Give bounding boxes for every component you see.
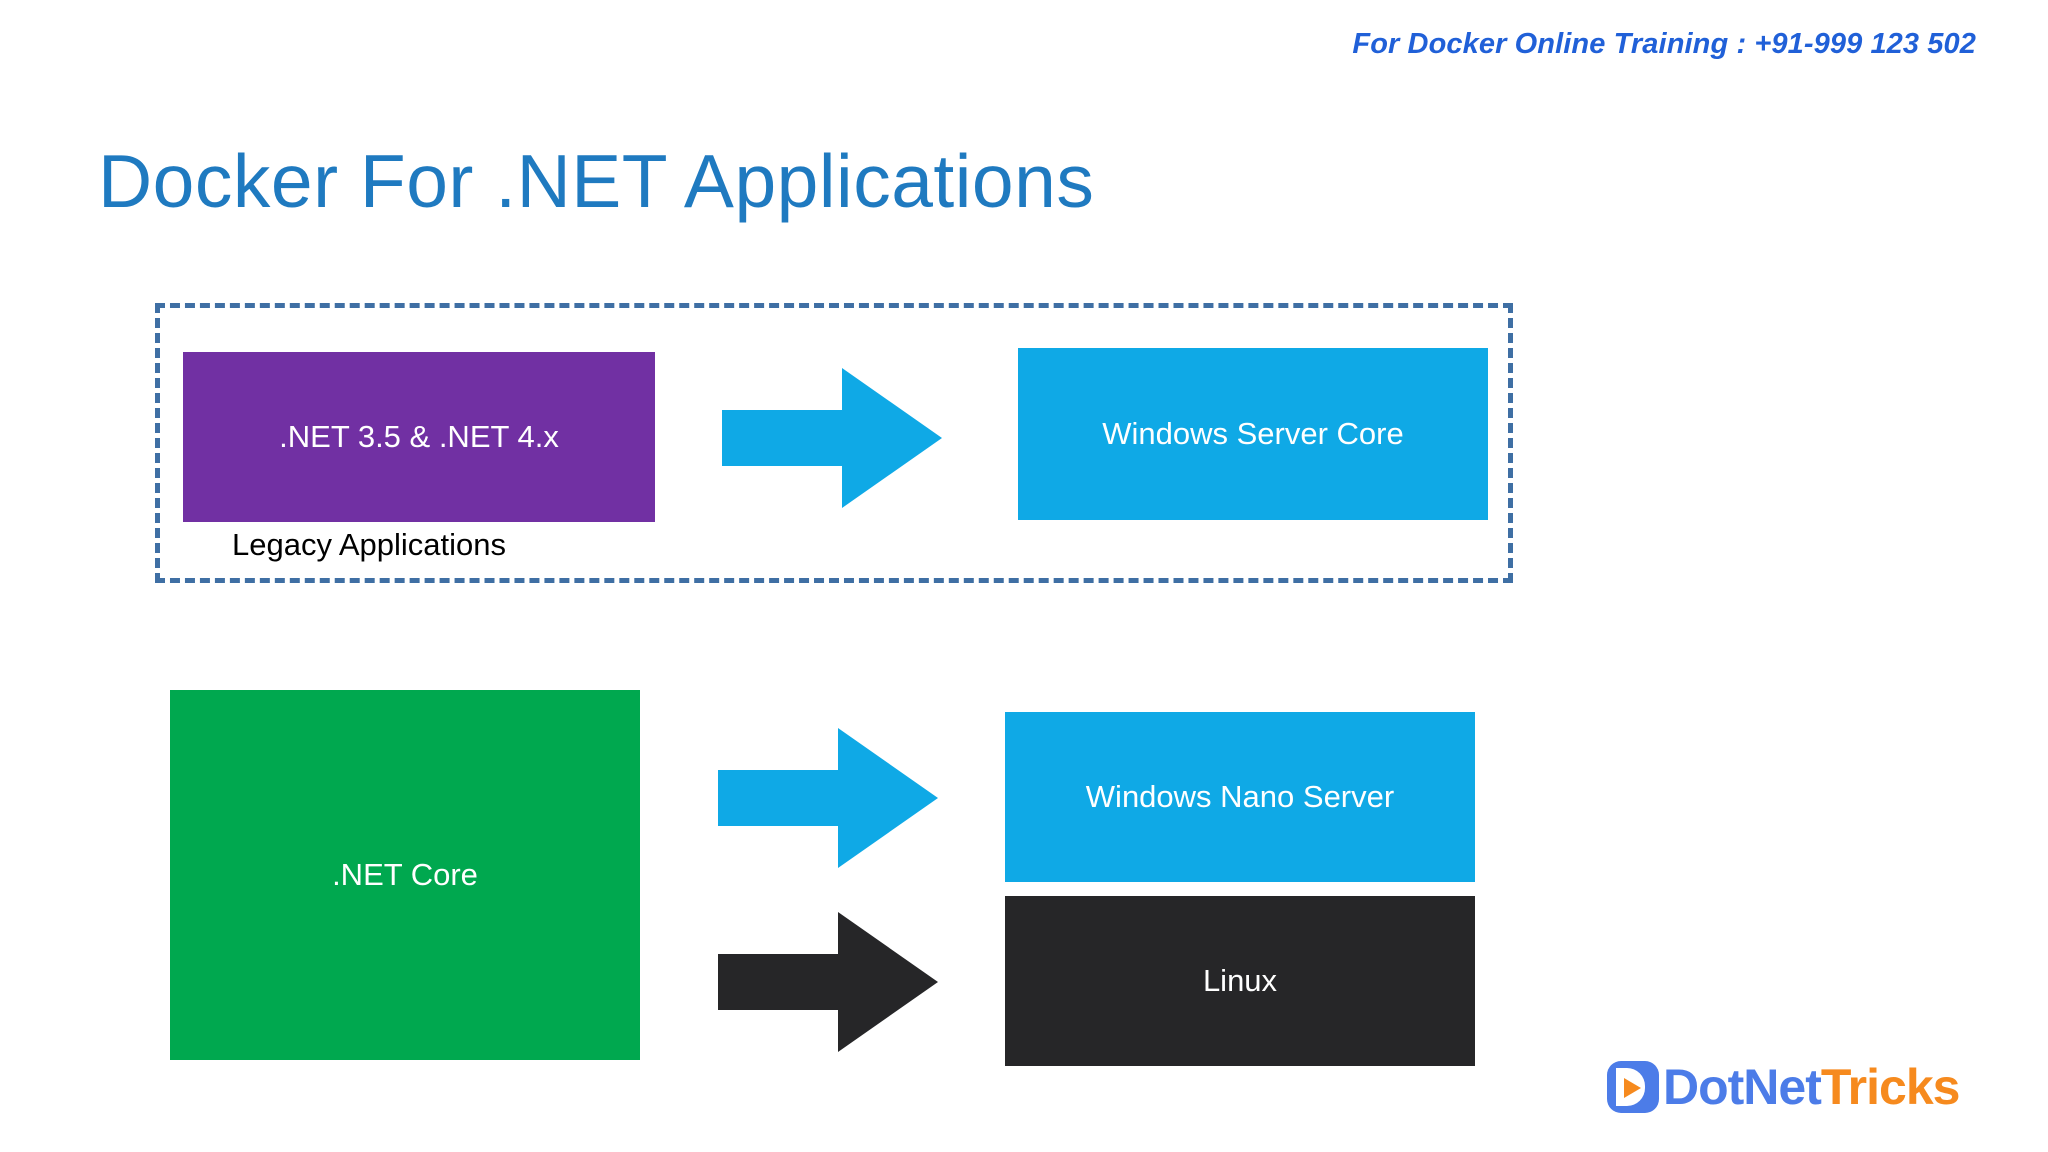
brand-logo: DotNet Tricks [1607,1056,1961,1118]
play-triangle-icon [1624,1078,1641,1098]
box-windows-server-core-label: Windows Server Core [1102,416,1404,451]
box-windows-nano-server: Windows Nano Server [1005,712,1475,882]
arrow-legacy-to-server-core-icon [722,368,942,508]
arrow-core-to-nano-icon [718,728,938,868]
box-dotnet-legacy-label: .NET 3.5 & .NET 4.x [279,419,559,454]
brand-word-accent: Tricks [1820,1059,1961,1115]
box-windows-nano-server-label: Windows Nano Server [1085,779,1395,814]
contact-training-text: For Docker Online Training : +91-999 123… [1352,28,1976,60]
box-linux: Linux [1005,896,1475,1066]
brand-word-primary: DotNet [1663,1059,1822,1115]
box-dotnet-core: .NET Core [170,690,640,1060]
page-title: Docker For .NET Applications [98,139,1095,224]
arrow-core-to-linux-icon [718,912,938,1052]
box-dotnet-legacy: .NET 3.5 & .NET 4.x [183,352,655,522]
box-dotnet-core-label: .NET Core [332,857,478,892]
legacy-applications-caption: Legacy Applications [232,527,507,562]
legacy-applications-group [155,303,1513,583]
play-in-rounded-square-icon [1607,1061,1659,1113]
box-windows-server-core: Windows Server Core [1018,348,1488,520]
box-linux-label: Linux [1202,963,1278,998]
